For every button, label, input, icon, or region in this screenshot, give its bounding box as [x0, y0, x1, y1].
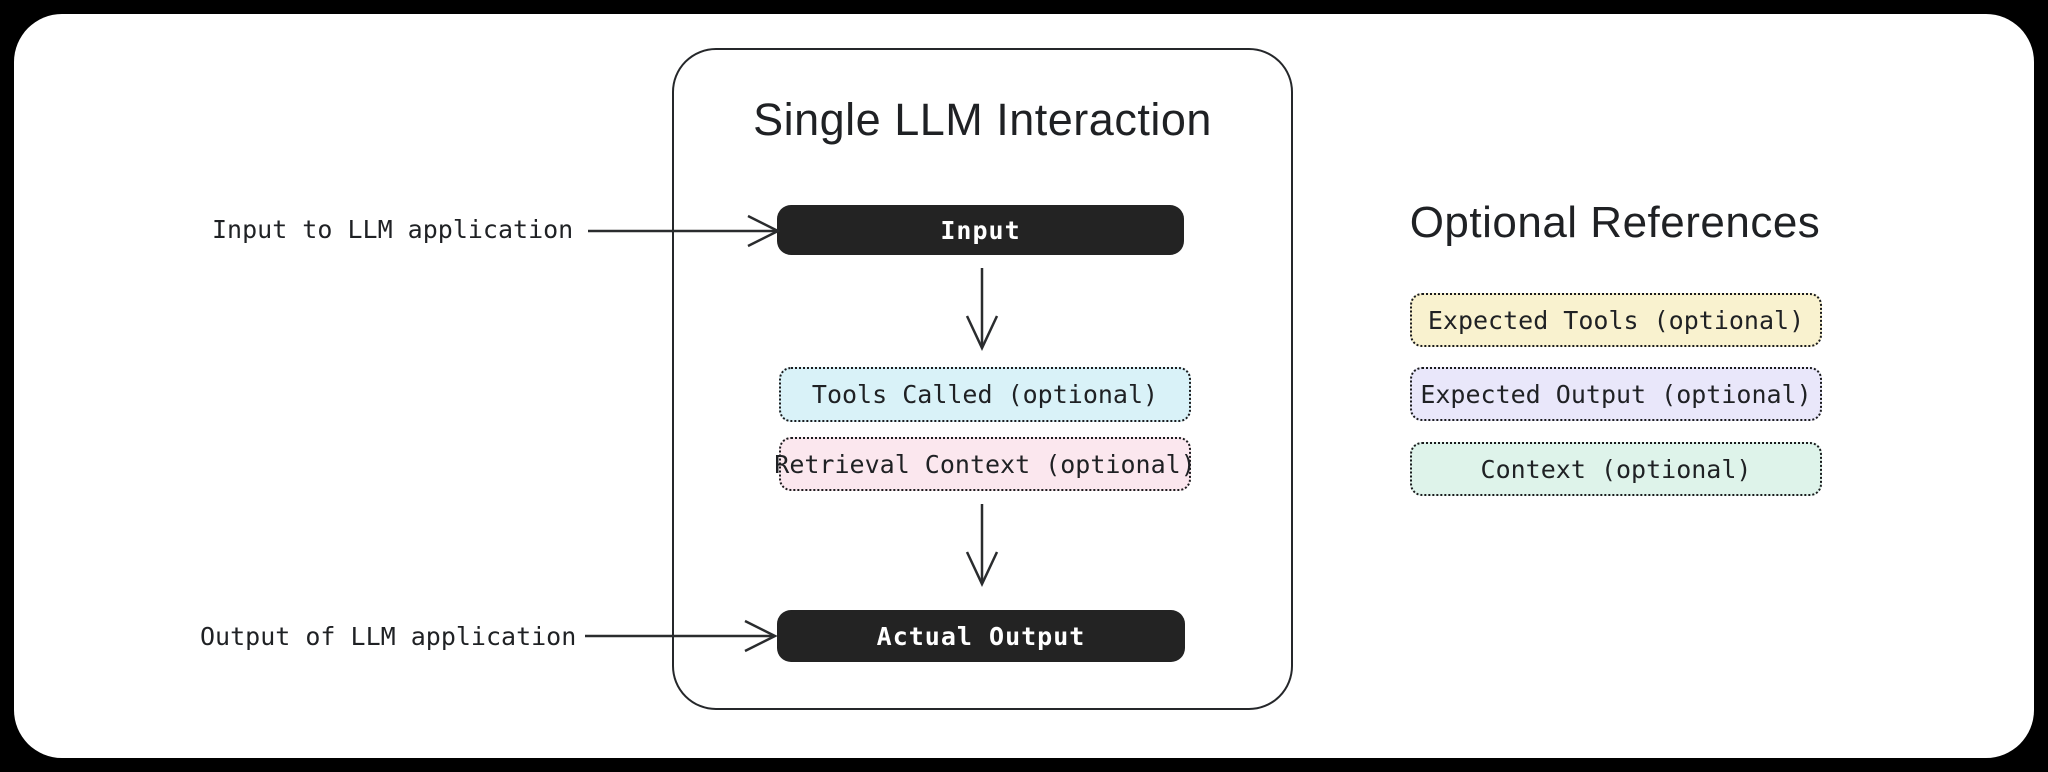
retrieval-context-node: Retrieval Context (optional) [774, 437, 1196, 491]
optional-references-title: Optional References [1409, 198, 1821, 247]
actual-output-node: Actual Output [777, 610, 1185, 662]
arrow-down-icon [965, 268, 999, 351]
output-annotation-label: Output of LLM application [200, 622, 577, 651]
arrow-right-icon [585, 619, 777, 653]
tools-called-node: Tools Called (optional) [779, 367, 1191, 422]
context-box: Context (optional) [1410, 442, 1822, 496]
expected-tools-box: Expected Tools (optional) [1410, 293, 1822, 347]
arrow-down-icon [965, 504, 999, 587]
arrow-right-icon [588, 214, 780, 248]
input-annotation-label: Input to LLM application [212, 215, 574, 244]
input-node: Input [777, 205, 1184, 255]
panel-title: Single LLM Interaction [753, 94, 1212, 145]
expected-output-box: Expected Output (optional) [1410, 367, 1822, 421]
